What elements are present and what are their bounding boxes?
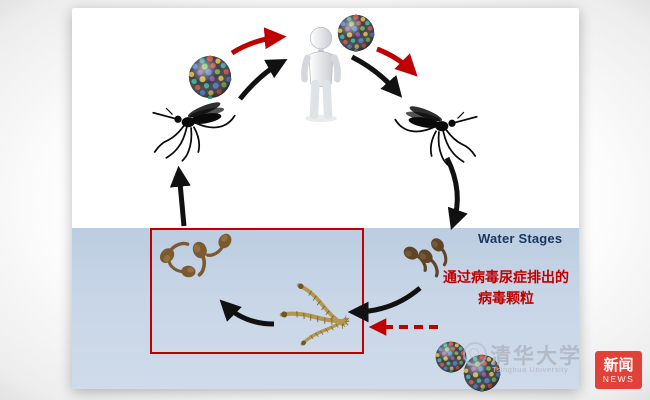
viruria-annotation-line1: 通过病毒尿症排出的 <box>443 269 569 285</box>
watermark-en: Tsinghua University <box>492 365 569 374</box>
tsinghua-seal-icon <box>463 342 487 366</box>
news-badge: 新闻 NEWS <box>595 351 642 389</box>
news-badge-en: NEWS <box>602 373 635 384</box>
mosquito-right-icon <box>392 92 480 172</box>
watermark-cn: 清华大学 <box>490 345 582 368</box>
water-stages-label: Water Stages <box>478 231 563 246</box>
news-badge-cn: 新闻 <box>603 356 634 374</box>
viruria-annotation-line2: 病毒颗粒 <box>478 290 534 306</box>
mosquito-left-icon <box>150 88 238 168</box>
pupa-left-cluster-icon <box>165 253 202 290</box>
viruria-annotation: 通过病毒尿症排出的 病毒颗粒 <box>428 267 584 309</box>
human-figure-icon <box>293 26 349 123</box>
